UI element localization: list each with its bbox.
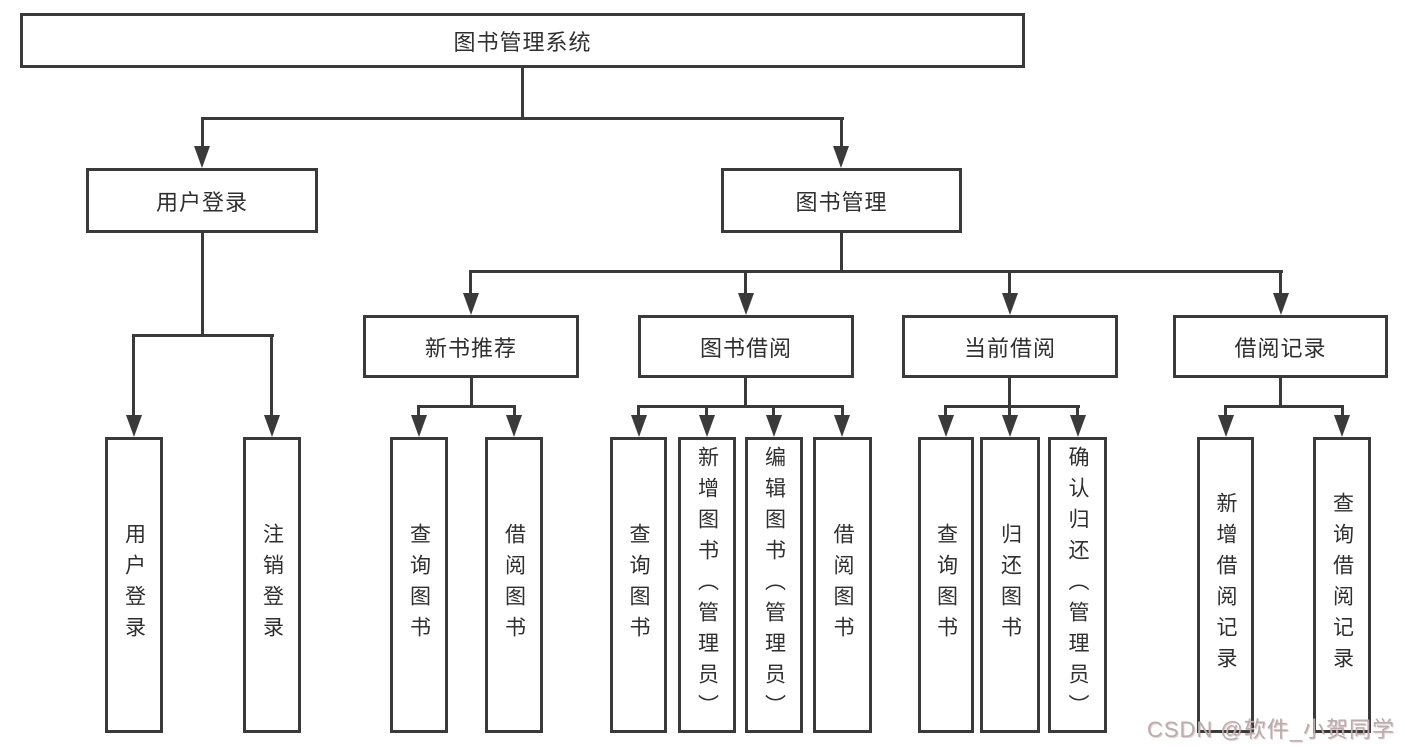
connector-line (1224, 405, 1344, 408)
node-new-book-recommend-label: 新书推荐 (424, 335, 517, 361)
connector-line (201, 117, 204, 149)
connector-line (417, 405, 516, 408)
connector-line (944, 405, 947, 419)
connector-line (944, 405, 1080, 408)
connector-line (1076, 405, 1079, 419)
watermark: CSDN @软件_小贺同学 (1146, 717, 1395, 742)
leaf-add-book-admin-label: 新增图书（管理员） (695, 445, 719, 725)
leaf-borrow-books-borrow: 借阅图书 (813, 437, 872, 733)
connector-line (270, 334, 273, 418)
node-book-management: 图书管理 (721, 168, 962, 233)
arrow-down-icon (1334, 415, 1350, 437)
connector-line (417, 405, 420, 419)
leaf-confirm-return-admin: 确认归还（管理员） (1048, 437, 1107, 733)
leaf-user-login: 用户登录 (105, 437, 163, 733)
arrow-down-icon (1218, 415, 1234, 437)
leaf-query-books-recommend-label: 查询图书 (407, 523, 431, 647)
arrow-down-icon (411, 415, 427, 437)
leaf-logout-label: 注销登录 (260, 523, 284, 647)
node-user-login: 用户登录 (86, 168, 318, 233)
node-book-borrow-label: 图书借阅 (699, 335, 792, 361)
leaf-user-login-label: 用户登录 (122, 523, 146, 647)
leaf-query-books-borrow: 查询图书 (610, 437, 667, 733)
leaf-add-book-admin: 新增图书（管理员） (678, 437, 736, 733)
leaf-borrow-books-recommend-label: 借阅图书 (502, 523, 526, 647)
connector-line (841, 405, 844, 419)
leaf-query-books-recommend: 查询图书 (390, 437, 448, 733)
leaf-add-borrow-record-label: 新增借阅记录 (1214, 492, 1237, 678)
arrow-down-icon (463, 293, 479, 315)
connector-line (1008, 405, 1011, 419)
connector-line (1224, 405, 1227, 419)
arrow-down-icon (126, 415, 142, 437)
leaf-query-books-current: 查询图书 (918, 437, 974, 733)
connector-line (637, 405, 640, 419)
connector-line (1341, 405, 1344, 419)
arrow-down-icon (834, 415, 850, 437)
connector-line (470, 378, 473, 407)
arrow-down-icon (631, 415, 647, 437)
connector-line (744, 270, 747, 295)
arrow-down-icon (264, 415, 280, 437)
connector-line (521, 68, 524, 120)
connector-line (637, 405, 844, 408)
connector-line (513, 405, 516, 419)
leaf-return-book-label: 归还图书 (998, 523, 1022, 647)
node-root: 图书管理系统 (20, 13, 1025, 68)
leaf-edit-book-admin-label: 编辑图书（管理员） (762, 445, 786, 725)
arrow-down-icon (699, 415, 715, 437)
node-user-login-label: 用户登录 (155, 189, 248, 215)
arrow-down-icon (1002, 415, 1018, 437)
connector-line (840, 117, 843, 149)
leaf-borrow-books-borrow-label: 借阅图书 (831, 523, 854, 647)
connector-line (132, 334, 274, 337)
node-current-borrow-label: 当前借阅 (963, 335, 1056, 361)
node-borrow-records: 借阅记录 (1173, 315, 1388, 378)
arrow-down-icon (194, 146, 210, 168)
node-book-management-label: 图书管理 (795, 189, 888, 215)
node-new-book-recommend: 新书推荐 (363, 315, 579, 378)
leaf-borrow-books-recommend: 借阅图书 (485, 437, 543, 733)
arrow-down-icon (738, 293, 754, 315)
leaf-query-books-current-label: 查询图书 (934, 523, 958, 647)
node-root-label: 图书管理系统 (453, 29, 592, 55)
connector-line (1279, 270, 1282, 295)
node-borrow-records-label: 借阅记录 (1234, 335, 1327, 361)
arrow-down-icon (1070, 415, 1086, 437)
connector-line (469, 270, 472, 295)
connector-line (132, 334, 135, 418)
leaf-query-borrow-record-label: 查询借阅记录 (1330, 492, 1354, 678)
leaf-edit-book-admin: 编辑图书（管理员） (745, 437, 803, 733)
connector-line (1279, 378, 1282, 407)
connector-line (201, 233, 204, 337)
connector-line (705, 405, 708, 419)
arrow-down-icon (833, 146, 849, 168)
leaf-query-books-borrow-label: 查询图书 (627, 523, 650, 647)
node-current-borrow: 当前借阅 (902, 315, 1118, 378)
leaf-add-borrow-record: 新增借阅记录 (1197, 437, 1254, 733)
arrow-down-icon (938, 415, 954, 437)
connector-line (469, 270, 1283, 273)
connector-line (772, 405, 775, 419)
connector-line (1008, 378, 1011, 407)
leaf-query-borrow-record: 查询借阅记录 (1313, 437, 1371, 733)
connector-line (1008, 270, 1011, 295)
connector-line (201, 117, 844, 120)
arrow-down-icon (1002, 293, 1018, 315)
arrow-down-icon (1273, 293, 1289, 315)
leaf-confirm-return-admin-label: 确认归还（管理员） (1066, 445, 1089, 725)
connector-line (744, 378, 747, 407)
arrow-down-icon (766, 415, 782, 437)
connector-line (840, 233, 843, 273)
leaf-logout: 注销登录 (243, 437, 301, 733)
node-book-borrow: 图书借阅 (638, 315, 854, 378)
leaf-return-book: 归还图书 (980, 437, 1040, 733)
arrow-down-icon (506, 415, 522, 437)
